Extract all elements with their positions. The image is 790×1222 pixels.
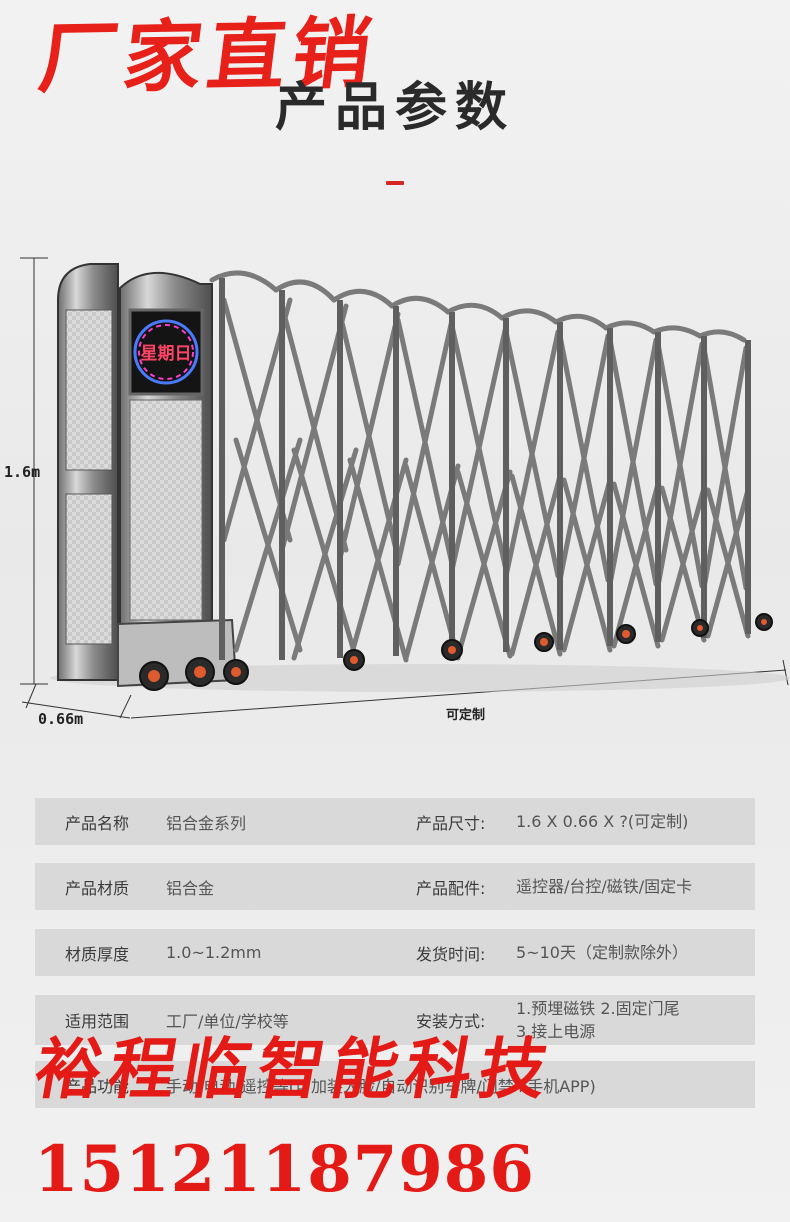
spec-value-line: 3.接上电源 (516, 1022, 596, 1041)
scissor-panels (209, 270, 751, 663)
spec-row: 产品材质 铝合金 产品配件: 遥控器/台控/磁铁/固定卡 (35, 863, 755, 910)
title-accent-bar (386, 181, 404, 185)
spec-key: 产品材质 (65, 878, 130, 898)
spec-value-multiline: 1.预埋磁铁 2.固定门尾 3.接上电源 (516, 997, 680, 1043)
spec-key: 产品名称 (65, 813, 130, 833)
spec-key: 产品配件: (416, 878, 486, 898)
spec-value: 工厂/单位/学校等 (166, 1012, 289, 1031)
phone-number-overlay: 15121187986 (34, 1132, 535, 1207)
spec-key: 发货时间: (416, 944, 486, 964)
spec-row: 产品名称 铝合金系列 产品尺寸: 1.6 X 0.66 X ?(可定制) (35, 798, 755, 845)
gate-illustration-area: 星期日 (0, 240, 790, 740)
spec-value: 1.6 X 0.66 X ?(可定制) (516, 812, 689, 831)
spec-key: 产品功能 (65, 1076, 130, 1096)
gate-illustration: 星期日 (20, 257, 790, 719)
section-title: 产品参数 (274, 78, 515, 138)
spec-value: 铝合金 (166, 878, 215, 898)
spec-key: 材质厚度 (65, 944, 130, 964)
spec-value: 5~10天（定制款除外） (516, 943, 688, 962)
dimension-depth-label: 0.66m (38, 710, 84, 728)
vertical-posts (219, 278, 751, 660)
spec-row: 材质厚度 1.0~1.2mm 发货时间: 5~10天（定制款除外） (35, 929, 755, 976)
gate-head (57, 263, 238, 688)
spec-value: 遥控器/台控/磁铁/固定卡 (516, 877, 693, 896)
gate-display-text: 星期日 (141, 344, 192, 364)
dimension-height-label: 1.6m (4, 463, 41, 481)
spec-key: 产品尺寸: (416, 813, 486, 833)
spec-value: 手动/电动/遥控等(可加装人脸/自动识别车牌/门禁+手机APP) (166, 1076, 596, 1096)
spec-value-line: 1.预埋磁铁 2.固定门尾 (516, 999, 680, 1018)
spec-row: 产品功能 手动/电动/遥控等(可加装人脸/自动识别车牌/门禁+手机APP) (35, 1061, 755, 1108)
company-name-overlay: 裕程临智能科技 (29, 1030, 561, 1108)
spec-row: 适用范围 工厂/单位/学校等 安装方式: 1.预埋磁铁 2.固定门尾 3.接上电… (35, 995, 755, 1045)
spec-value: 1.0~1.2mm (166, 943, 262, 962)
dimension-length-label: 可定制 (446, 708, 486, 723)
spec-key: 适用范围 (65, 1012, 130, 1031)
spec-value: 铝合金系列 (166, 813, 247, 833)
spec-key: 安装方式: (416, 1012, 486, 1031)
